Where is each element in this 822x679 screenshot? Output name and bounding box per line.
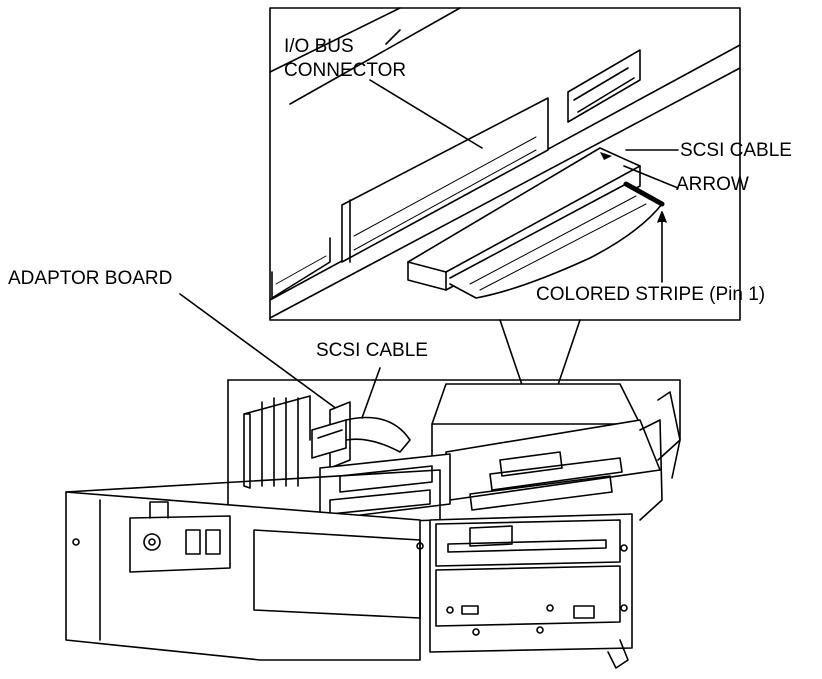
power-button <box>143 533 161 551</box>
chassis <box>65 379 681 669</box>
scsi-cable-top-label: SCSI CABLE <box>680 140 792 161</box>
arrow-label: ARROW <box>676 174 749 195</box>
detail-inset <box>269 7 741 321</box>
scsi-cable-bottom-label: SCSI CABLE <box>316 340 428 361</box>
slot-covers <box>243 395 311 489</box>
scsi-cable-plug <box>407 147 641 291</box>
switch-plate <box>129 515 231 573</box>
io-bus-label-line1: I/O BUS <box>284 36 354 57</box>
io-bus-label-line2: CONNECTOR <box>284 60 407 81</box>
io-bus-connector <box>341 97 549 263</box>
cd-drive <box>435 565 621 627</box>
floppy-drive <box>435 519 621 567</box>
internal-cable <box>345 416 411 453</box>
colored-stripe <box>623 181 665 207</box>
ribbon-cable <box>449 183 663 299</box>
colored-stripe-label: COLORED STRIPE (Pin 1) <box>536 284 766 305</box>
plug-arrow-mark <box>600 152 612 160</box>
adaptor-board-label: ADAPTOR BOARD <box>8 268 173 289</box>
front-drive-panel <box>429 513 633 653</box>
small-connector <box>567 49 641 123</box>
front-panel-left <box>65 491 421 661</box>
